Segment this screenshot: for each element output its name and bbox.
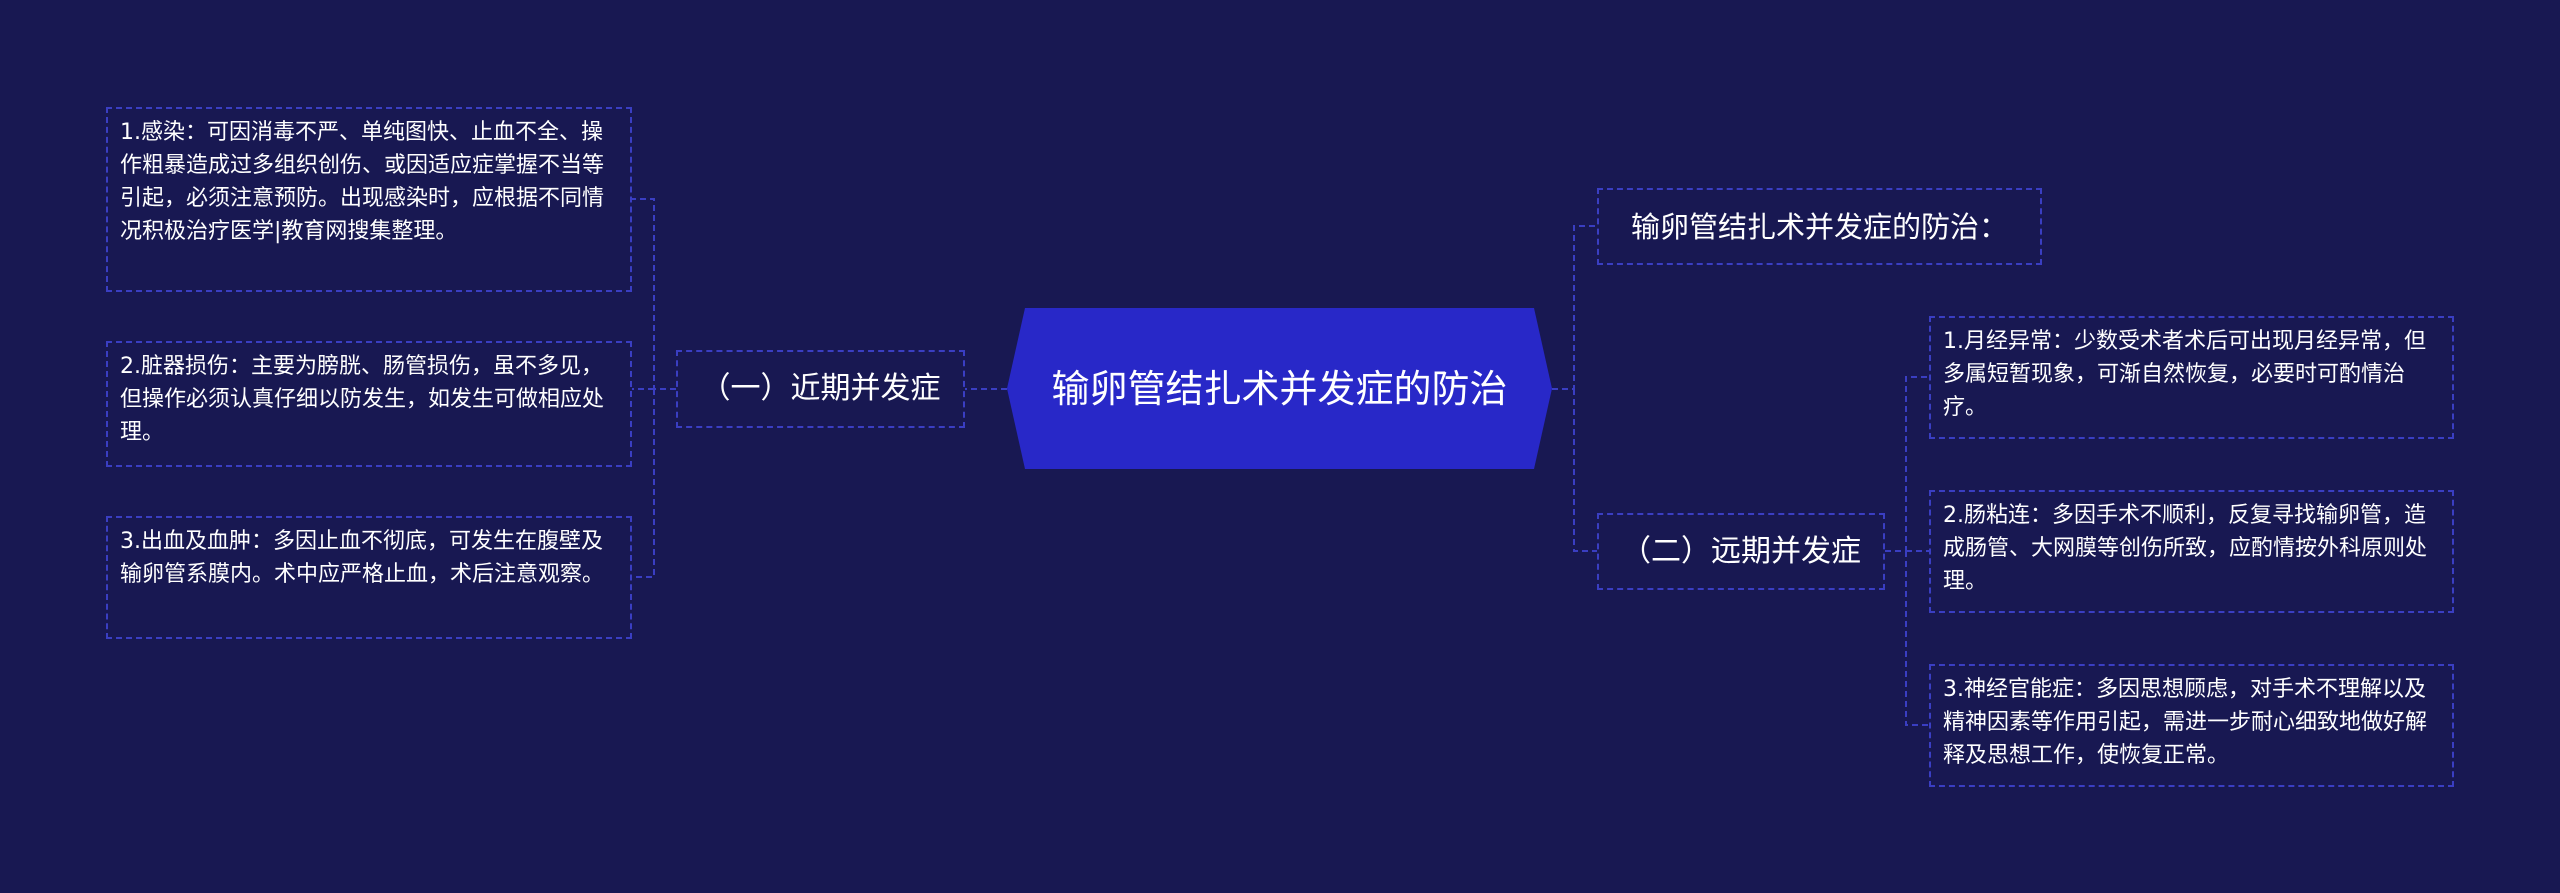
branch-long-term[interactable]: （二）远期并发症 <box>1597 513 1885 590</box>
left-item-bleeding-text: 3.出血及血肿：多因止血不彻底，可发生在腹壁及输卵管系膜内。术中应严格止血，术后… <box>120 529 605 587</box>
branch-near-term[interactable]: （一）近期并发症 <box>676 350 965 428</box>
root-shape <box>1007 308 1552 469</box>
left-item-infection-text: 1.感染：可因消毒不严、单纯图快、止血不全、操作粗暴造成过多组织创伤、或因适应症… <box>120 120 605 244</box>
root-node[interactable]: 输卵管结扎术并发症的防治 <box>1007 308 1552 469</box>
right-item-menstrual[interactable]: 1.月经异常：少数受术者术后可出现月经异常，但多属短暂现象，可渐自然恢复，必要时… <box>1929 316 2454 439</box>
left-item-organ-injury-text: 2.脏器损伤：主要为膀胱、肠管损伤，虽不多见，但操作必须认真仔细以防发生，如发生… <box>120 354 605 445</box>
root-label: 输卵管结扎术并发症的防治 <box>1051 366 1508 411</box>
right-intro-label: 输卵管结扎术并发症的防治： <box>1630 209 2008 244</box>
right-item-menstrual-text: 1.月经异常：少数受术者术后可出现月经异常，但多属短暂现象，可渐自然恢复，必要时… <box>1943 329 2426 420</box>
branch-near-term-label: （一）近期并发症 <box>700 371 941 406</box>
right-item-adhesion[interactable]: 2.肠粘连：多因手术不顺利，反复寻找输卵管，造成肠管、大网膜等创伤所致，应酌情按… <box>1929 490 2454 613</box>
left-item-infection[interactable]: 1.感染：可因消毒不严、单纯图快、止血不全、操作粗暴造成过多组织创伤、或因适应症… <box>106 107 632 292</box>
left-item-organ-injury[interactable]: 2.脏器损伤：主要为膀胱、肠管损伤，虽不多见，但操作必须认真仔细以防发生，如发生… <box>106 341 632 467</box>
right-item-neurosis[interactable]: 3.神经官能症：多因思想顾虑，对手术不理解以及精神因素等作用引起，需进一步耐心细… <box>1929 664 2454 787</box>
right-item-neurosis-text: 3.神经官能症：多因思想顾虑，对手术不理解以及精神因素等作用引起，需进一步耐心细… <box>1943 677 2428 768</box>
right-intro-node[interactable]: 输卵管结扎术并发症的防治： <box>1597 188 2042 265</box>
branch-long-term-label: （二）远期并发症 <box>1621 533 1861 569</box>
right-item-adhesion-text: 2.肠粘连：多因手术不顺利，反复寻找输卵管，造成肠管、大网膜等创伤所致，应酌情按… <box>1943 503 2428 594</box>
left-item-bleeding[interactable]: 3.出血及血肿：多因止血不彻底，可发生在腹壁及输卵管系膜内。术中应严格止血，术后… <box>106 516 632 639</box>
